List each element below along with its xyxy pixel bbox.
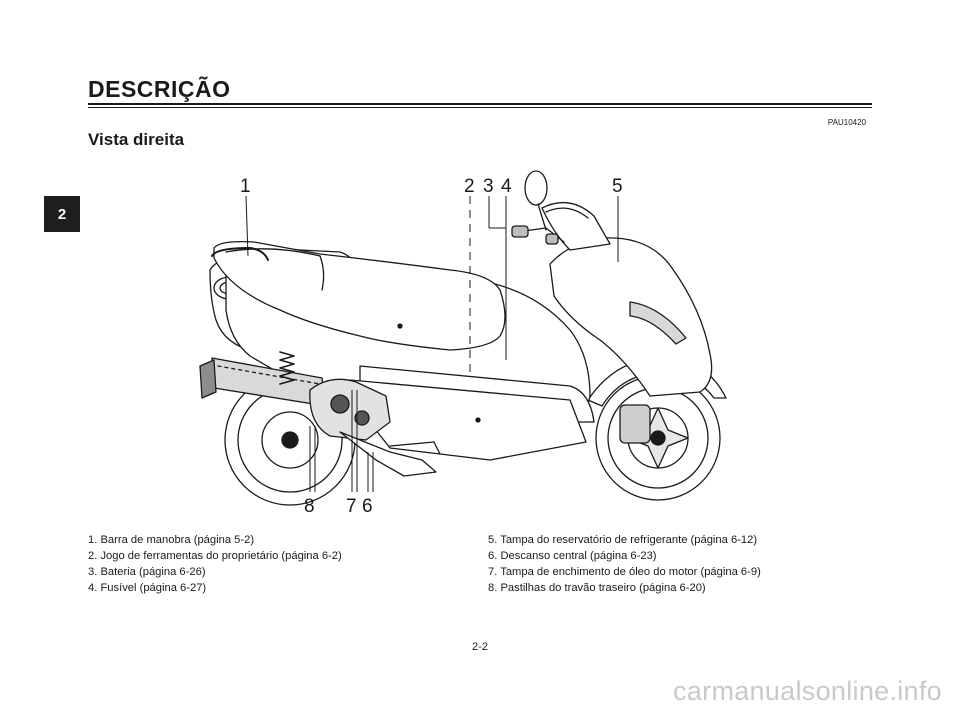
callout-7: 7 [346, 496, 357, 517]
legend-item-1: 1. Barra de manobra (página 5-2) [88, 534, 255, 546]
legend-item-2: 2. Jogo de ferramentas do proprietário (… [88, 550, 342, 562]
legend-item-8: 8. Pastilhas do travão traseiro (página … [488, 582, 706, 594]
page-number: 2-2 [472, 641, 488, 653]
callout-8: 8 [304, 496, 315, 517]
front-wheel [595, 375, 721, 501]
watermark: carmanualsonline.info [673, 676, 942, 706]
legend-right: 5. Tampa do reservatório de refrigerante… [488, 532, 761, 596]
legend-item-7: 7. Tampa de enchimento de óleo do motor … [488, 566, 761, 578]
legend-left: 1. Barra de manobra (página 5-2) 2. Jogo… [88, 532, 342, 596]
legend-item-6: 6. Descanso central (página 6-23) [488, 550, 657, 562]
section-title: DESCRIÇÃO [88, 76, 231, 102]
legend-item-5: 5. Tampa do reservatório de refrigerante… [488, 534, 758, 546]
scooter-diagram: 1 2 3 4 5 6 7 8 [199, 170, 727, 517]
callout-4: 4 [501, 176, 512, 197]
callout-3: 3 [483, 176, 494, 197]
legend-item-4: 4. Fusível (página 6-27) [88, 582, 207, 594]
callout-6: 6 [362, 496, 373, 517]
subtitle: Vista direita [88, 130, 185, 149]
doc-code: PAU10420 [827, 118, 866, 127]
muffler [199, 357, 327, 407]
chapter-tab: 2 [44, 196, 80, 232]
legend-item-3: 3. Bateria (página 6-26) [88, 566, 206, 578]
callout-5: 5 [612, 176, 623, 197]
title-rule [88, 103, 872, 108]
callout-2: 2 [464, 176, 475, 197]
callout-1: 1 [240, 176, 251, 197]
